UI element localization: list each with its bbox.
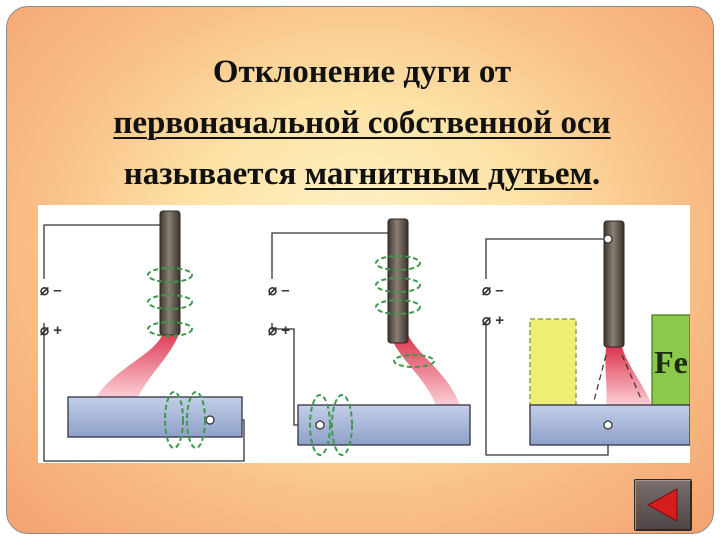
terminal-minus-label: ⌀ – [40, 282, 62, 299]
title-line-1: Отклонение дуги от [212, 54, 512, 90]
electrode [387, 218, 409, 344]
back-button[interactable] [634, 479, 692, 531]
terminal-plus-label: ⌀ + [40, 322, 62, 339]
slide: Отклонение дуги от первоначальной собств… [6, 6, 714, 534]
magnetic-blow-diagram: ⌀ – ⌀ + ⌀ – ⌀ + [38, 205, 690, 463]
electrode [159, 210, 181, 336]
panel-left-arc-deflection: ⌀ – ⌀ + [40, 210, 245, 462]
terminal-minus-label: ⌀ – [268, 282, 290, 299]
welding-arc [390, 335, 460, 405]
welding-arc [605, 347, 652, 405]
terminal-plus-label: ⌀ + [482, 312, 504, 329]
title-period: . [592, 156, 601, 192]
panel-middle-arc-deflection: ⌀ – ⌀ + [268, 218, 471, 456]
nonmagnetic-block [529, 318, 577, 406]
title-line-2: первоначальной собственной оси [113, 105, 611, 141]
electrode [603, 220, 625, 348]
slide-title: Отклонение дуги от первоначальной собств… [37, 47, 687, 200]
title-line-3: называется магнитным дутьем. [37, 149, 687, 200]
triangle-left-icon [646, 488, 678, 522]
workpiece [67, 396, 243, 438]
welding-arc [96, 331, 180, 397]
iron-block-label: Fe [654, 344, 688, 380]
terminal-plus-label: ⌀ + [268, 322, 290, 339]
panel-right-arc-deflection: ⌀ – ⌀ + Fe [482, 220, 690, 456]
title-line-3-text: называется [123, 156, 305, 192]
workpiece [297, 404, 471, 446]
title-underlined-term: магнитным дутьем [304, 156, 593, 192]
terminal-minus-label: ⌀ – [482, 282, 504, 299]
